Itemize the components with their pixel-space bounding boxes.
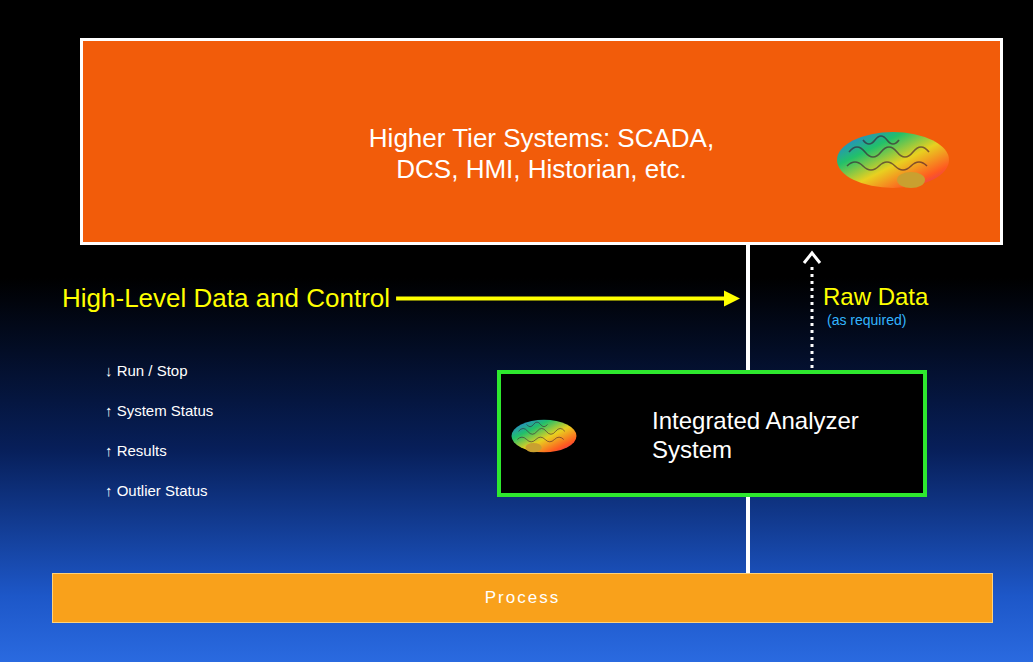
signal-item: ↑ Results [105, 442, 167, 459]
box-label: Higher Tier Systems: SCADA, DCS, HMI, Hi… [233, 123, 850, 185]
box-label: Integrated Analyzer System [652, 406, 912, 464]
signal-item: ↑ System Status [105, 402, 213, 419]
signal-line [748, 245, 749, 370]
raw-data-note: (as required) [827, 312, 906, 328]
analyzer-box: Integrated Analyzer System [497, 370, 927, 497]
process-bar: Process [52, 573, 993, 623]
signal-line [748, 497, 749, 573]
interface-arrow [396, 291, 740, 307]
system-box: Higher Tier Systems: SCADA, DCS, HMI, Hi… [80, 38, 1003, 245]
raw-data-arrow [804, 253, 820, 368]
box-label: Process [53, 588, 992, 608]
signal-item: ↑ Outlier Status [105, 482, 208, 499]
signal-item: ↓ Run / Stop [105, 362, 188, 379]
raw-data-label: Raw Data [823, 283, 928, 311]
interface-label: High-Level Data and Control [62, 283, 390, 314]
